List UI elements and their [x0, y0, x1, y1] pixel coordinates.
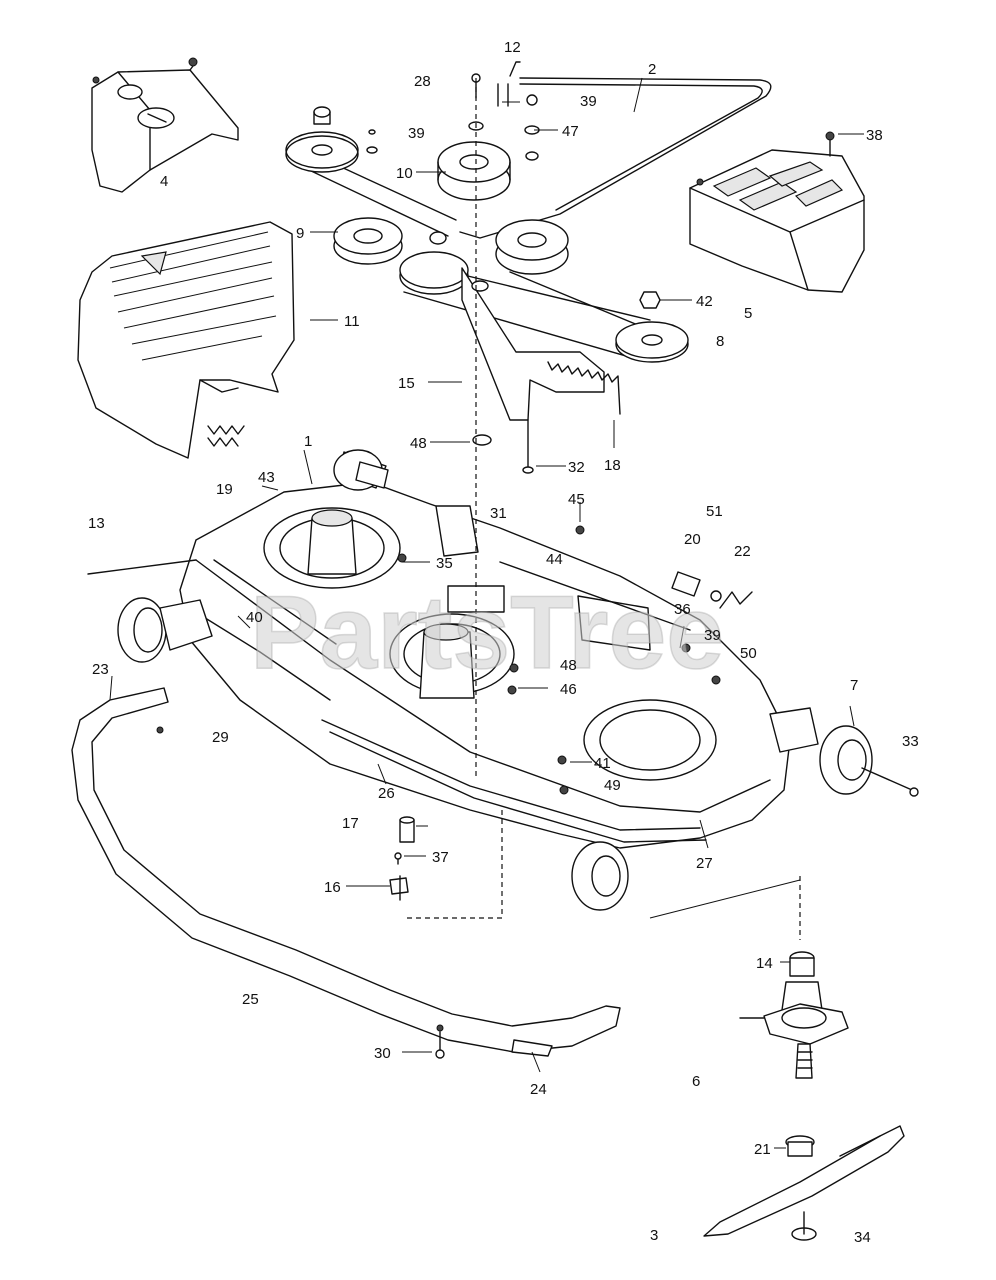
callout-39b: 39: [408, 125, 425, 142]
pulley-9-part[interactable]: [333, 217, 403, 265]
callout-15: 15: [398, 375, 415, 392]
callout-51: 51: [706, 503, 723, 520]
callout-24: 24: [530, 1081, 547, 1098]
pulley-10-part[interactable]: [437, 141, 511, 201]
adjuster-hardware[interactable]: [389, 816, 415, 901]
spring-icon: [207, 425, 245, 447]
callout-35: 35: [436, 555, 453, 572]
callout-47: 47: [562, 123, 579, 140]
gauge-wheel-front-part[interactable]: [571, 841, 629, 911]
gauge-wheel-left-part[interactable]: [117, 597, 213, 663]
callout-26: 26: [378, 785, 395, 802]
gauge-wheel-7-part[interactable]: [769, 707, 919, 797]
callout-34: 34: [854, 1229, 871, 1246]
tension-spring-part[interactable]: [547, 361, 621, 415]
callout-37: 37: [432, 849, 449, 866]
callout-10: 10: [396, 165, 413, 182]
bumper-part[interactable]: [71, 687, 621, 1059]
callout-14: 14: [756, 955, 773, 972]
callout-5: 5: [744, 305, 752, 322]
callout-6: 6: [692, 1073, 700, 1090]
callout-13: 13: [88, 515, 105, 532]
callout-43: 43: [258, 469, 275, 486]
callout-22: 22: [734, 543, 751, 560]
callout-32: 32: [568, 459, 585, 476]
callout-7: 7: [850, 677, 858, 694]
callout-labels: 1 2 3 4 5 6 7 8 9 10 11 12 13 14 15 16 1…: [88, 39, 919, 1246]
callout-20: 20: [684, 531, 701, 548]
callout-31: 31: [490, 505, 507, 522]
pulley-8-part[interactable]: [615, 321, 689, 363]
watermark-text: PartsTree: [250, 575, 724, 691]
callout-50: 50: [740, 645, 757, 662]
callout-30: 30: [374, 1045, 391, 1062]
callout-38: 38: [866, 127, 883, 144]
callout-36: 36: [674, 601, 691, 618]
callout-23: 23: [92, 661, 109, 678]
spindle-assembly-part[interactable]: [739, 951, 849, 1079]
callout-44: 44: [546, 551, 563, 568]
callout-49: 49: [604, 777, 621, 794]
deck-cover-part[interactable]: [77, 221, 295, 459]
callout-3: 3: [650, 1227, 658, 1244]
pulley-left-part[interactable]: [285, 106, 359, 173]
callout-48a: 48: [410, 435, 427, 452]
callout-27: 27: [696, 855, 713, 872]
hardware-items: [366, 61, 661, 309]
assembly-lines: [404, 78, 801, 940]
idler-arm-part[interactable]: [461, 267, 605, 474]
callout-41: 41: [594, 755, 611, 772]
callout-29: 29: [212, 729, 229, 746]
belt-guard-right-part[interactable]: [689, 131, 865, 293]
callout-28: 28: [414, 73, 431, 90]
callout-39a: 39: [580, 93, 597, 110]
pulley-center-part[interactable]: [495, 219, 569, 275]
blade-part[interactable]: [703, 1125, 905, 1241]
leader-lines: [109, 77, 864, 1149]
callout-1: 1: [304, 433, 312, 450]
callout-19: 19: [216, 481, 233, 498]
callout-18: 18: [604, 457, 621, 474]
idler-pulley-part[interactable]: [399, 231, 469, 295]
baffle-part[interactable]: [321, 719, 707, 843]
callout-39c: 39: [704, 627, 721, 644]
callout-12: 12: [504, 39, 521, 56]
callout-2: 2: [648, 61, 656, 78]
callout-25: 25: [242, 991, 259, 1008]
belt-guard-left-part[interactable]: [91, 57, 239, 193]
callout-42: 42: [696, 293, 713, 310]
callout-40: 40: [246, 609, 263, 626]
callout-48b: 48: [560, 657, 577, 674]
callout-8: 8: [716, 333, 724, 350]
callout-4: 4: [160, 173, 168, 190]
callout-9: 9: [296, 225, 304, 242]
callout-46: 46: [560, 681, 577, 698]
callout-16: 16: [324, 879, 341, 896]
gauge-wheel-rear-part[interactable]: [333, 449, 389, 491]
callout-33: 33: [902, 733, 919, 750]
callout-17: 17: [342, 815, 359, 832]
callout-45: 45: [568, 491, 585, 508]
callout-21: 21: [754, 1141, 771, 1158]
callout-11: 11: [344, 313, 360, 330]
